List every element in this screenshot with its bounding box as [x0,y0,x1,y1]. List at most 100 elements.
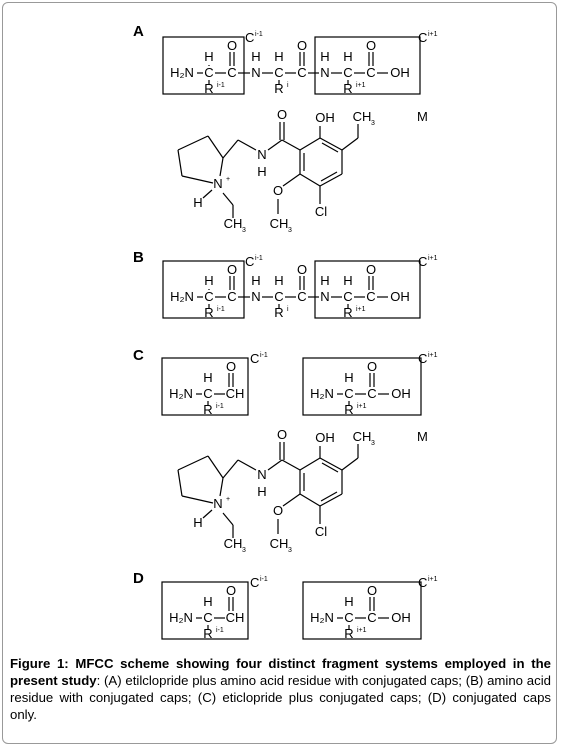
panel-a-bond [282,173,301,187]
panel-label-c: C [133,347,144,364]
panel-c-phenol-oh-label: OH [315,430,335,445]
panel-a-aromatic-bond [321,142,339,153]
panel-d-o-label: O [367,583,377,598]
panel-d-h-label: H [344,594,353,609]
panel-b-h-label: H [204,273,213,288]
panel-c-bond [281,459,301,471]
panel-a-c-label: C [297,65,306,80]
panel-a-n-ethyl-ch3-label: CH [224,216,243,231]
panel-d-c-label: C [203,610,212,625]
panel-a-c-label: C [227,65,236,80]
panel-a-r-mid-sup: i [287,82,289,89]
panel-a-n-ethyl-ch3-sub: 3 [242,227,246,234]
panel-c-aromatic-bond [299,493,321,507]
panel-c-r-next: R [344,402,353,417]
panel-b-c-label: C [297,289,306,304]
panel-a-ring-bond [219,157,224,177]
panel-d-h2n-label: H₂N [169,610,193,625]
panel-a-c-label: C [274,65,283,80]
panel-c-h-label: H [344,370,353,385]
panel-b-cap-right-label-sup: i+1 [428,255,438,262]
panel-c-bond [202,509,213,519]
panel-c-aromatic-bond [319,493,343,507]
panel-c-ring-bond [177,455,209,471]
panel-a-c-label: C [204,65,213,80]
panel-c-molecule-label: M [417,429,428,444]
panel-b-o-label: O [366,262,376,277]
panel-c-ring-ethyl-ch3-label: CH [353,429,372,444]
panel-b-o-label: O [297,262,307,277]
panel-c-aromatic-bond [299,457,321,471]
panel-b-h-label: H [274,273,283,288]
panel-b-n-label: N [251,289,260,304]
panel-c-n-ethyl-ch3-label: CH [224,536,243,551]
panel-d-r-next-sup: i+1 [357,627,367,634]
panel-c-bond [222,459,239,479]
panel-c-cap-right-label: C [418,351,427,366]
panel-a-o-label: O [227,38,237,53]
panel-c-r-prev-sup: i-1 [216,403,224,410]
panel-c-c-label: C [344,386,353,401]
panel-a-ring-bond [177,149,183,177]
panel-d-left-cap-box [161,581,249,640]
panel-a-bond [237,139,257,151]
panel-c-cap-left-label-sup: i-1 [260,352,268,359]
panel-b-c-label: C [274,289,283,304]
panel-a-cap-right-label: C [418,30,427,45]
panel-c-bond [267,459,283,471]
panel-a-ring-bond [181,175,214,184]
panel-b-cap-left-label-sup: i-1 [255,255,263,262]
panel-d-cap-right-label: C [418,575,427,590]
panel-b-r-mid-sup: i [287,306,289,313]
panel-c-ring-ethyl-ch3-sub: 3 [371,440,375,447]
panel-a-aromatic-bond [299,137,321,151]
panel-a-h2n-label: H₂N [170,65,194,80]
panel-b-r-next: R [343,305,352,320]
panel-a-bond [341,137,359,151]
panel-d-r-prev-sup: i-1 [216,627,224,634]
panel-a-ring-bond [207,135,224,159]
panel-a-nplus-label: N [213,176,222,191]
panel-c-ch-label: CH [226,386,245,401]
panel-b-c-label: C [366,289,375,304]
panel-label-a: A [133,23,144,40]
panel-a-cap-left-label-sup: i-1 [255,31,263,38]
panel-a-h-label: H [204,49,213,64]
panel-c-cap-right-label-sup: i+1 [428,352,438,359]
panel-c-ring-bond [181,495,214,504]
panel-d-oh-label: OH [391,610,411,625]
panel-a-r-prev-sup: i-1 [217,82,225,89]
panel-label-d: D [133,570,144,587]
panel-c-cl-label: Cl [315,524,327,539]
panel-c-aromatic-bond [321,462,339,473]
panel-c-c-label: C [203,386,212,401]
panel-c-amide-h-label: H [257,484,266,499]
panel-d-ch-label: CH [226,610,245,625]
panel-c-oh-label: OH [391,386,411,401]
panel-c-h-label: H [203,370,212,385]
panel-c-o-label: O [226,359,236,374]
panel-b-h-label: H [251,273,260,288]
panel-b-r-prev-sup: i-1 [217,306,225,313]
panel-a-bond [222,139,239,159]
panel-b-left-cap-box [162,260,245,319]
panel-a-r-next-sup: i+1 [356,82,366,89]
panel-b-h-label: H [320,273,329,288]
panel-c-amide-o-label: O [277,427,287,442]
panel-a-methoxy-o-label: O [273,183,283,198]
panel-b-cap-right-label: C [418,254,427,269]
panel-label-b: B [133,249,144,266]
panel-b-n-label: N [320,289,329,304]
panel-c-bond [237,459,257,471]
panel-b-r-mid: R [274,305,283,320]
panel-c-ethyl-bond [222,512,234,526]
panel-c-h2n-label: H₂N [169,386,193,401]
panel-c-aromatic-bond [319,457,343,471]
panel-c-h2n-label: H₂N [310,386,334,401]
panel-a-c-label: C [343,65,352,80]
panel-a-aromatic-bond [319,137,343,151]
caption-title: Figure 1: MFCC scheme showing four disti… [10,656,551,688]
panel-b-c-label: C [204,289,213,304]
panel-c-bond [341,457,359,471]
panel-c-ring-bond [177,469,183,497]
